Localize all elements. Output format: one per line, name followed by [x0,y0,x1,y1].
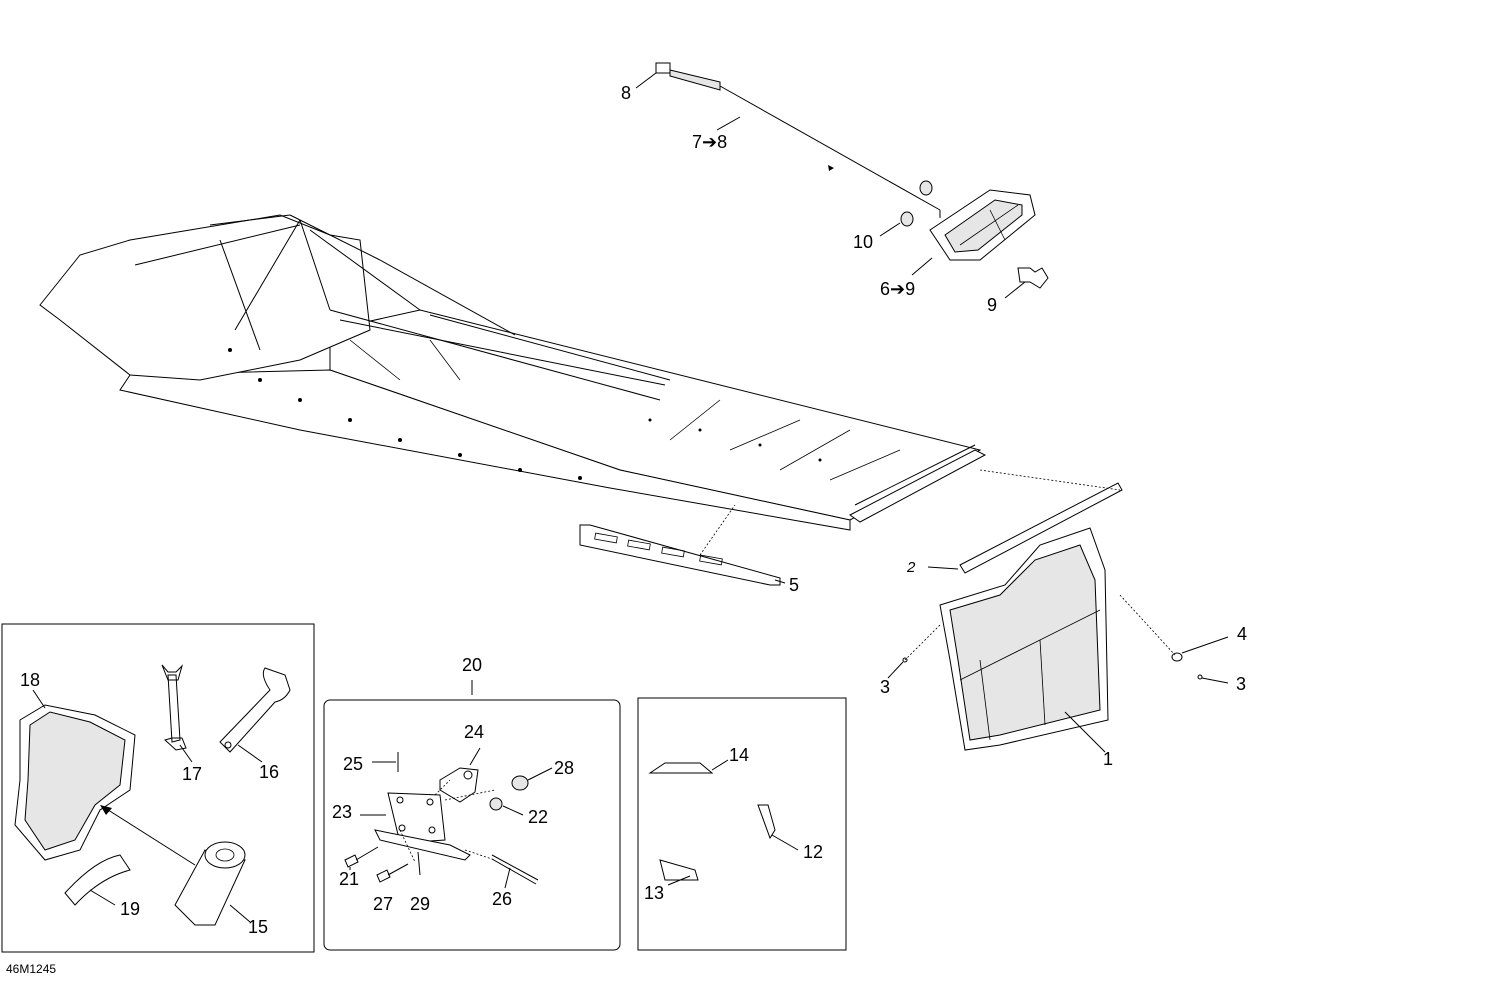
callout-20: 20 [462,655,483,675]
part-3-4-hardware [887,594,1229,684]
part-5-rail [579,504,786,586]
callout-28: 28 [554,758,575,778]
callout-24: 24 [464,722,485,742]
callout-3-left: 3 [880,677,891,697]
callout-22: 22 [528,807,549,827]
chassis-frame [39,214,987,531]
callout-4: 4 [1237,624,1248,644]
callout-27: 27 [373,894,394,914]
callout-9: 9 [987,295,998,315]
callout-23: 23 [332,802,353,822]
callout-5: 5 [789,575,800,595]
diagram-code: 46M1245 [6,962,57,976]
callout-29: 29 [410,894,431,914]
callout-18: 18 [20,670,41,690]
callout-26: 26 [492,889,513,909]
callout-15: 15 [248,917,269,937]
part-1-snowflap [939,527,1109,753]
part-6-taillight [911,189,1036,276]
callout-1: 1 [1103,749,1114,769]
callout-2: 2 [907,559,916,576]
callout-7: 7➔8 [692,132,728,152]
part-2-strip [927,469,1123,574]
callout-12: 12 [803,842,824,862]
callout-16: 16 [259,762,280,782]
callout-14: 14 [729,745,750,765]
callout-13: 13 [644,883,665,903]
hitch-kit-box [323,680,621,951]
callout-25: 25 [343,754,364,774]
callout-3-right: 3 [1236,674,1247,694]
part-7-wiring [635,62,941,218]
toolkit-box [1,623,315,953]
part-9-bulb [1004,267,1049,299]
callout-19: 19 [120,899,141,919]
callout-8: 8 [621,83,632,103]
callout-10: 10 [853,232,874,252]
callout-21: 21 [339,869,360,889]
decal-box [637,697,847,951]
callout-6: 6➔9 [880,279,916,299]
callout-17: 17 [182,764,203,784]
part-10-grommet [879,180,933,237]
